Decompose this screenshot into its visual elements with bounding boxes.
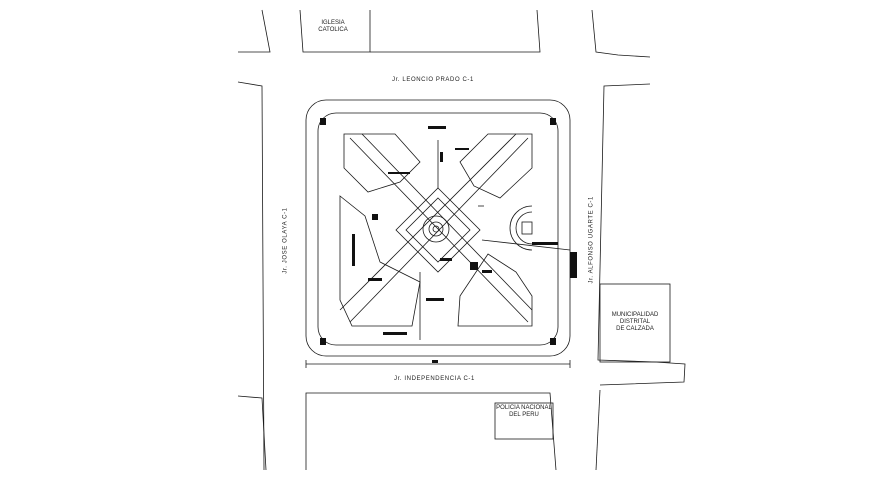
police-label: POLICIA NACIONAL DEL PERU	[495, 405, 553, 419]
municipality-label-line1: MUNICIPALIDAD	[611, 312, 659, 318]
block-outline-bottom-left	[237, 395, 267, 471]
corner-post-ne	[550, 118, 556, 125]
plaza-inner-boundary	[317, 112, 559, 346]
municipality-building	[599, 283, 671, 363]
church-label-line2: CATOLICA	[318, 27, 348, 33]
police-building	[494, 402, 554, 440]
block-outline-top-left	[238, 9, 271, 53]
central-diamond-outer	[395, 187, 481, 273]
block-outline-bottom-right	[595, 389, 601, 471]
block-outline-top-right	[591, 9, 651, 58]
church-label-line1: IGLESIA	[321, 20, 345, 26]
central-diamond-inner	[405, 197, 471, 263]
street-label-north: Jr. LEONCIO PRADO C-1	[392, 77, 474, 83]
garden-bed-se	[457, 253, 533, 327]
corner-post-nw	[320, 118, 326, 125]
central-fountain-inner	[428, 221, 444, 237]
police-label-line2: DEL PERU	[509, 412, 539, 418]
parking-marker	[570, 252, 577, 278]
bench-east	[532, 242, 558, 245]
corner-post-se	[550, 338, 556, 345]
church-block-outline	[299, 9, 371, 53]
corner-post-sw	[320, 338, 326, 345]
plaza-outer-boundary	[305, 99, 571, 357]
street-label-west: Jr. JOSE OLAYA C-1	[282, 207, 289, 274]
garden-bed-nw	[343, 133, 421, 193]
east-stage	[521, 221, 533, 235]
municipality-label-line3: DE CALZADA	[616, 326, 654, 332]
garden-bed-sw	[339, 195, 421, 327]
church-label: IGLESIA CATOLICA	[308, 20, 358, 34]
garden-bed-ne	[459, 133, 533, 199]
dimension-marker	[432, 360, 438, 363]
central-fountain-ring	[422, 215, 450, 243]
police-label-line1: POLICIA NACIONAL	[496, 405, 552, 411]
east-amphitheater	[509, 205, 533, 251]
block-outline-left	[237, 81, 265, 471]
street-label-south: Jr. INDEPENDENCIA C-1	[394, 376, 475, 382]
block-outline-top-center	[370, 9, 541, 53]
block-outline-right	[597, 83, 686, 386]
bench-south	[383, 332, 407, 335]
municipality-label: MUNICIPALIDAD DISTRITAL DE CALZADA	[602, 312, 668, 333]
bench-north	[428, 126, 446, 129]
municipality-label-line2: DISTRITAL	[619, 319, 651, 325]
street-label-east: Jr. ALFONSO UGARTE C-1	[588, 196, 595, 284]
